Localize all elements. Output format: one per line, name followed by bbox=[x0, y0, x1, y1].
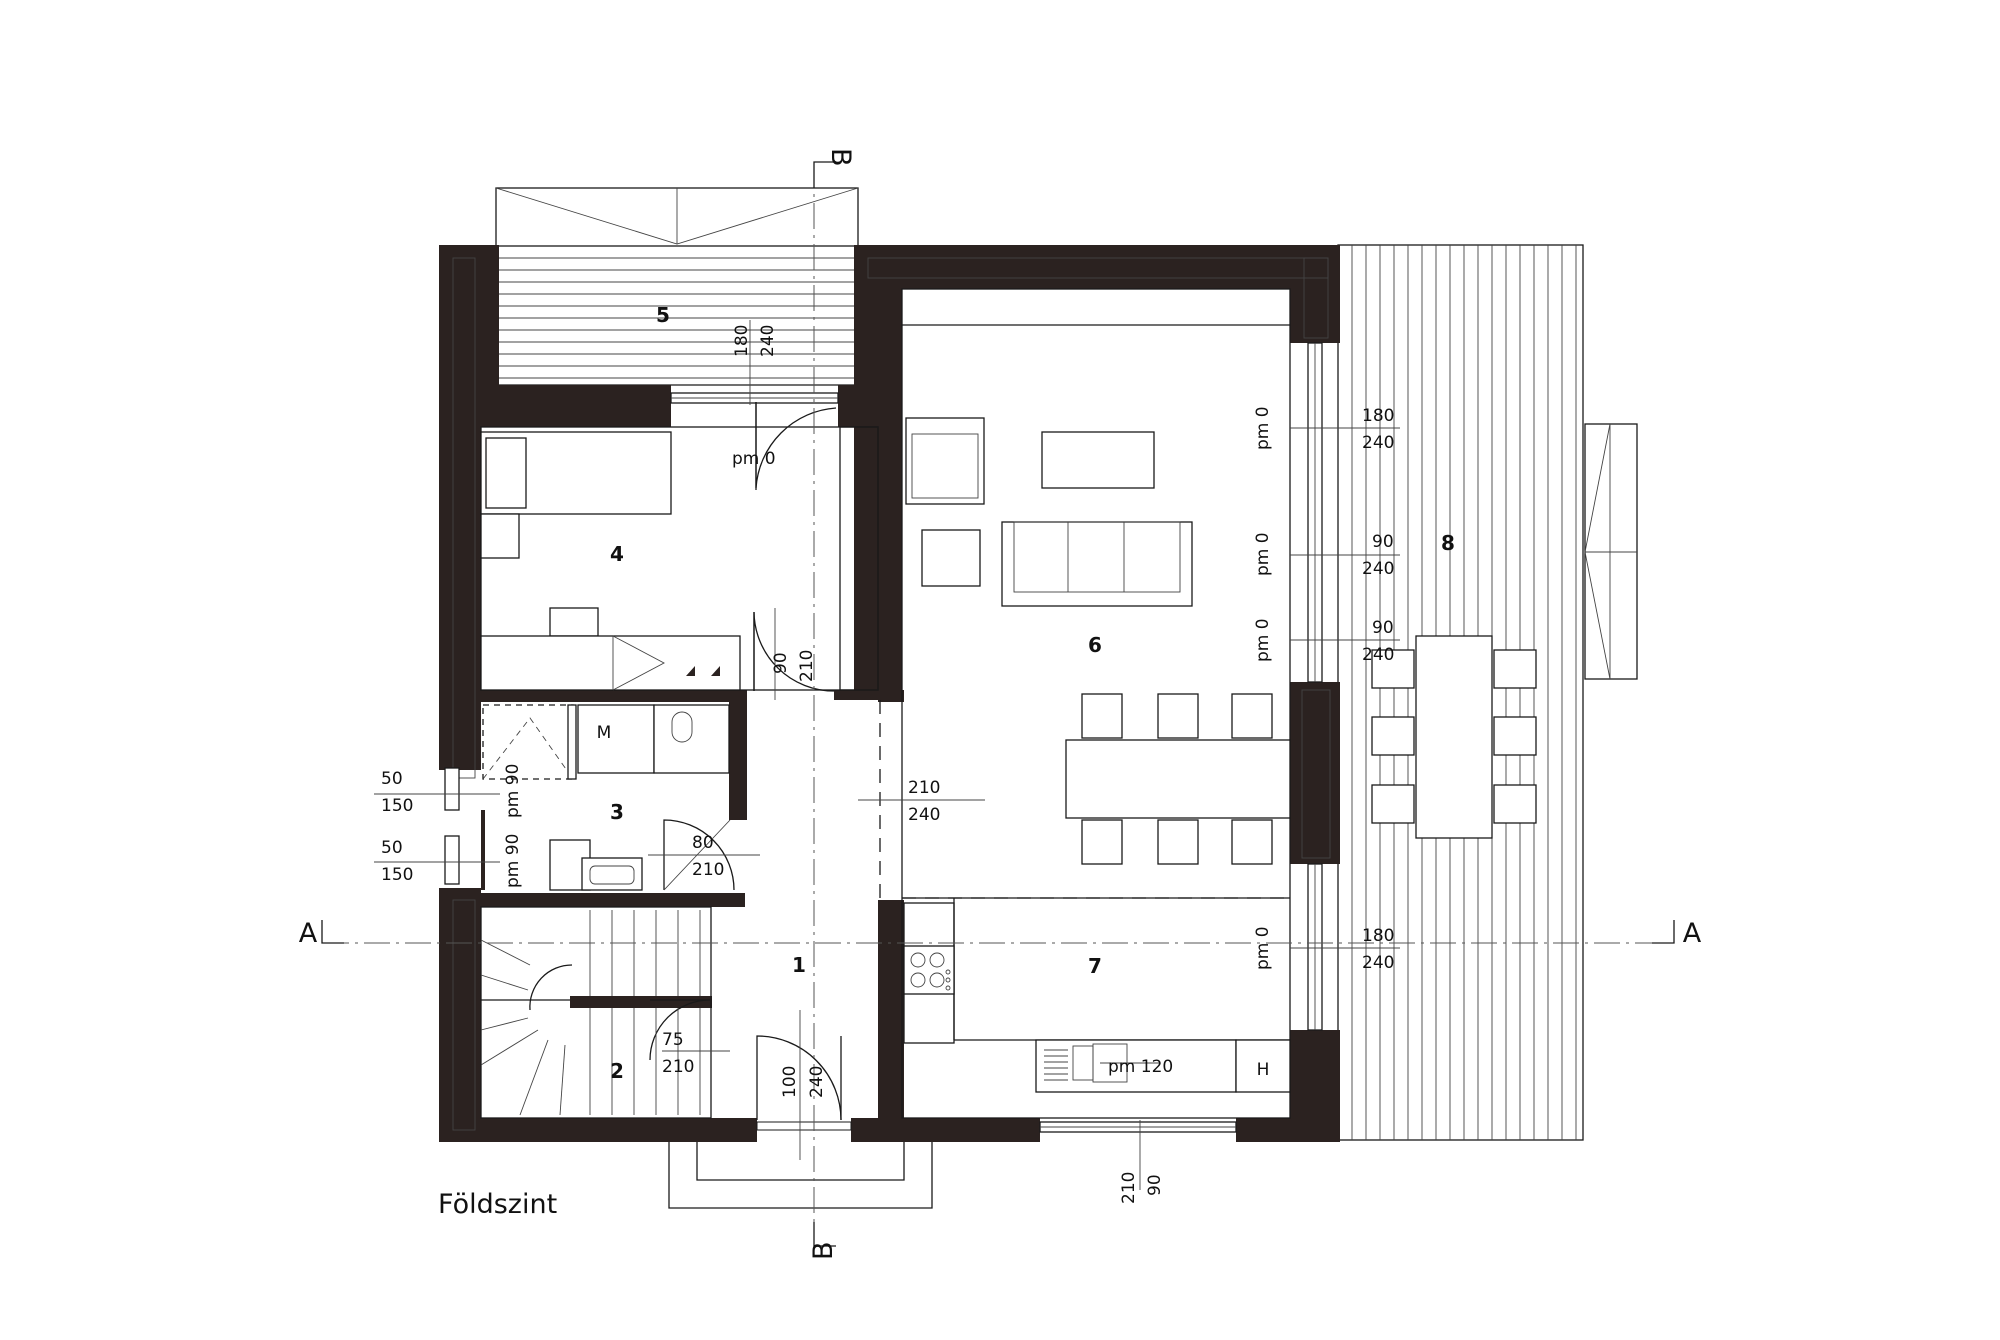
dim-window-r4-240: 240 bbox=[1362, 953, 1394, 973]
dim-balcony-180: 180 bbox=[732, 325, 752, 357]
terrace-dining-set bbox=[1371, 635, 1537, 839]
room-number-2: 2 bbox=[610, 1059, 624, 1083]
dim-pm90-b: pm 90 bbox=[503, 834, 523, 888]
section-mark-b-bottom: B bbox=[808, 1241, 839, 1260]
dim-stair-door-75: 75 bbox=[662, 1030, 684, 1050]
stair-lines bbox=[480, 910, 701, 1116]
dim-kitchen-pm120: pm 120 bbox=[1108, 1057, 1173, 1077]
appliance-labels: M H bbox=[597, 723, 1270, 1080]
section-lines bbox=[321, 161, 1675, 1247]
dim-window2-50: 50 bbox=[381, 838, 403, 858]
dim-window-r3-pm0: pm 0 bbox=[1253, 618, 1273, 662]
dimension-labels: 180 240 pm 0 90 210 50 150 50 150 pm 90 … bbox=[381, 325, 1394, 1204]
sink-drainboard bbox=[1044, 1049, 1068, 1081]
balcony-5 bbox=[495, 187, 859, 386]
living-room-furniture bbox=[905, 417, 1291, 865]
dim-kitchen-window-210: 210 bbox=[1119, 1172, 1139, 1204]
dim-balcony-pm0: pm 0 bbox=[732, 449, 776, 469]
dim-window-r4-pm0: pm 0 bbox=[1253, 926, 1273, 970]
appliance-label-h: H bbox=[1257, 1060, 1270, 1080]
staircase bbox=[480, 906, 712, 1119]
utility-room-furniture bbox=[482, 704, 730, 891]
dim-entrance-100: 100 bbox=[780, 1066, 800, 1098]
dim-stair-door-210: 210 bbox=[662, 1057, 694, 1077]
dim-window-r3-90: 90 bbox=[1372, 618, 1394, 638]
dim-window-r2-240: 240 bbox=[1362, 559, 1394, 579]
floor-caption: Földszint bbox=[438, 1189, 557, 1220]
dim-window-r1-pm0: pm 0 bbox=[1253, 406, 1273, 450]
room-number-5: 5 bbox=[656, 303, 670, 327]
room-number-3: 3 bbox=[610, 800, 624, 824]
kitchen-furniture bbox=[903, 902, 1291, 1093]
dim-window-r3-240: 240 bbox=[1362, 645, 1394, 665]
dim-pm90-a: pm 90 bbox=[503, 764, 523, 818]
section-mark-b-top: B bbox=[825, 148, 856, 167]
dim-opening-210: 210 bbox=[908, 778, 940, 798]
balcony-slats bbox=[499, 257, 855, 379]
dim-bedroom-door-210: 210 bbox=[797, 650, 817, 682]
dim-kitchen-window-90: 90 bbox=[1145, 1174, 1165, 1196]
room-number-1: 1 bbox=[792, 953, 806, 977]
dim-window-r2-pm0: pm 0 bbox=[1253, 532, 1273, 576]
dim-window1-50: 50 bbox=[381, 769, 403, 789]
dim-opening-240: 240 bbox=[908, 805, 940, 825]
terrace-slats bbox=[1351, 245, 1577, 1140]
dim-bedroom-door-90: 90 bbox=[771, 652, 791, 674]
entrance-steps bbox=[668, 1142, 933, 1209]
dimension-lines bbox=[374, 320, 1400, 1190]
dim-window-r4-180: 180 bbox=[1362, 926, 1394, 946]
exterior-walls bbox=[439, 245, 1340, 1142]
room-number-6: 6 bbox=[1088, 633, 1102, 657]
dim-entrance-240: 240 bbox=[807, 1066, 827, 1098]
dim-window-r1-180: 180 bbox=[1362, 406, 1394, 426]
section-mark-a-right: A bbox=[1683, 918, 1702, 949]
room-number-4: 4 bbox=[610, 542, 624, 566]
dim-window-r2-90: 90 bbox=[1372, 532, 1394, 552]
room-numbers: 5 4 3 2 1 6 7 8 bbox=[610, 303, 1455, 1083]
room-number-7: 7 bbox=[1088, 954, 1102, 978]
bedroom-furniture bbox=[480, 426, 879, 691]
dim-window2-150: 150 bbox=[381, 865, 413, 885]
terrace-8 bbox=[1337, 244, 1638, 1141]
dim-utility-door-210: 210 bbox=[692, 860, 724, 880]
dim-window-r1-240: 240 bbox=[1362, 433, 1394, 453]
dim-window1-150: 150 bbox=[381, 796, 413, 816]
dim-balcony-240: 240 bbox=[758, 325, 778, 357]
section-marks: A A B B bbox=[299, 148, 1702, 1260]
room-number-8: 8 bbox=[1441, 531, 1455, 555]
section-mark-a-left: A bbox=[299, 918, 318, 949]
dim-utility-door-80: 80 bbox=[692, 833, 714, 853]
appliance-label-m: M bbox=[597, 723, 612, 743]
wall-inner-lines bbox=[452, 257, 1331, 1131]
windows bbox=[444, 342, 1323, 1133]
